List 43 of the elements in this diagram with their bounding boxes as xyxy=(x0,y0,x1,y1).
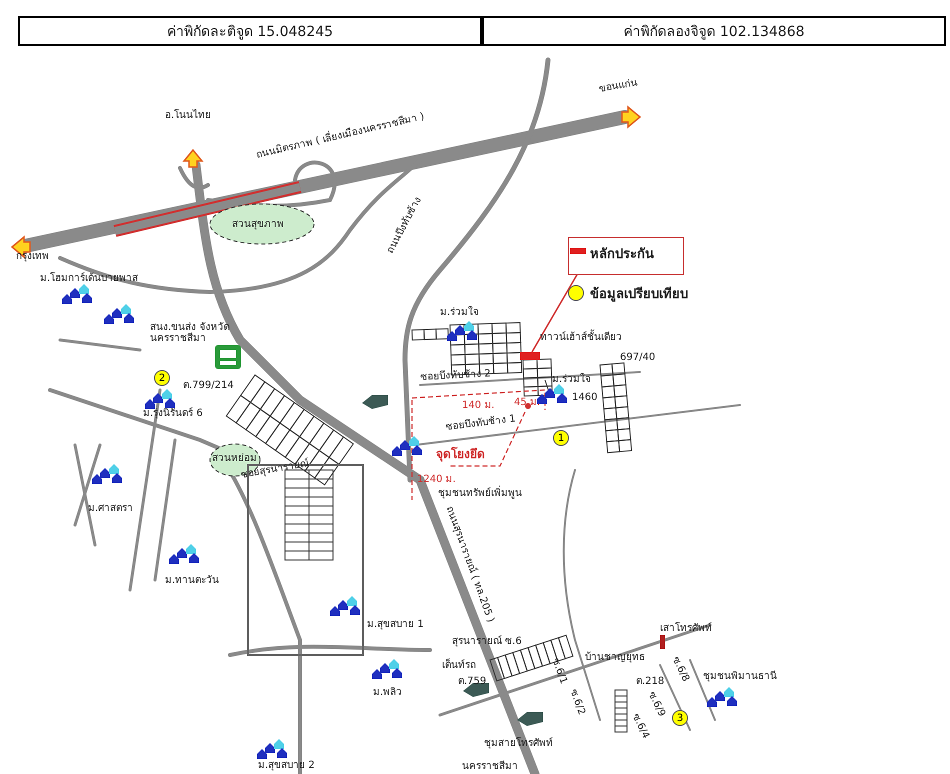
place-label: นครราชสีมา xyxy=(462,761,518,772)
road-label: ซ.6/2 xyxy=(568,688,587,716)
plot-number: ต.218 xyxy=(636,676,664,687)
village-label: ม.รุ่งนิรันดร์ 6 xyxy=(143,408,203,419)
village-label: ชุมชนพิมานธานี xyxy=(703,671,777,682)
distance-label: 45 ม. xyxy=(514,397,540,408)
place-label: เต็นท์รถ xyxy=(442,660,476,671)
place-label: ขอนแก่น xyxy=(598,77,638,95)
place-label: สนง.ขนส่ง จังหวัดนครราชสีมา xyxy=(150,322,230,344)
place-label: สวนสุขภาพ xyxy=(232,219,284,230)
plot-number: 1460 xyxy=(572,392,598,403)
place-label: กรุงเทพ xyxy=(16,251,49,262)
road-label: ซ.6/1 xyxy=(550,657,569,686)
place-label: ทาวน์เฮ้าส์ชั้นเดียว xyxy=(540,332,622,343)
callout-number: 2 xyxy=(154,370,170,386)
village-label: ม.สุขสบาย 1 xyxy=(367,619,424,630)
place-label: บ้านชาญยุทธ xyxy=(585,652,645,663)
road-label: ซอยบึงทับช้าง 2 xyxy=(420,368,492,383)
place-label: ชุมชนทรัพย์เพิ่มพูน xyxy=(438,488,522,499)
plot-number: 697/40 xyxy=(620,352,656,363)
village-label: ม.โฮมการ์เด้นบายพาส xyxy=(40,273,138,284)
distance-label: 140 ม. xyxy=(462,400,494,411)
village-label: ม.สุขสบาย 2 xyxy=(258,760,315,771)
village-label: ม.ร่วมใจ xyxy=(552,374,592,385)
reference-point-label: จุดโยงยึด xyxy=(436,448,485,462)
callout-number: 3 xyxy=(672,710,688,726)
village-label: ม.ศาสตรา xyxy=(88,503,134,514)
place-label: ชุมสายโทรศัพท์ xyxy=(484,738,553,749)
coordinate-cell: ค่าพิกัดละติจูด 15.048245 xyxy=(18,16,482,46)
plot-number: ต.759 xyxy=(458,676,486,687)
village-label: ม.ทานตะวัน xyxy=(165,575,220,586)
place-label: เสาโทรศัพท์ xyxy=(660,623,712,634)
plot-number: ต.799/214 xyxy=(183,380,234,391)
road-label: ซอยบึงทับช้าง 1 xyxy=(445,413,516,433)
road-label: ซ.6/8 xyxy=(670,655,692,684)
place-label: อ.โนนไทย xyxy=(165,110,212,121)
road-label: สุรนารายณ์ ซ.6 xyxy=(452,636,522,647)
legend-label: หลักประกัน xyxy=(590,246,654,264)
coordinate-cell: ค่าพิกัดลองจิจูด 102.134868 xyxy=(482,16,946,46)
village-label: ม.ร่วมใจ xyxy=(440,307,480,318)
legend-label: ข้อมูลเปรียบเทียบ xyxy=(590,286,688,304)
callout-number: 1 xyxy=(553,430,569,446)
village-label: ม.พลิว xyxy=(373,687,402,698)
